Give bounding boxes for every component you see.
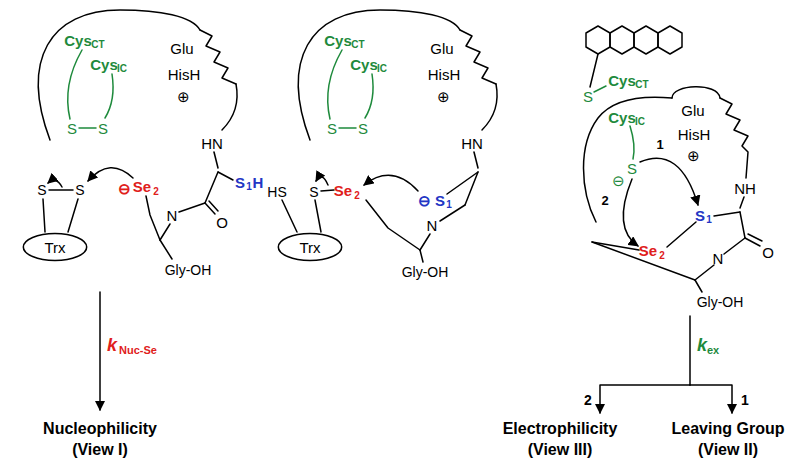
chem-label: k (697, 336, 707, 354)
chem-label: (View II) (698, 442, 758, 458)
chem-label: Cys (608, 110, 636, 125)
chem-label: ⊖ (118, 181, 131, 196)
chem-label: 1 (706, 215, 712, 225)
chem-label: Se (639, 243, 657, 258)
chem-label: NH (734, 181, 756, 196)
chem-label: 2 (601, 194, 608, 207)
chem-label: Nucleophilicity (43, 421, 157, 437)
chem-label: Glu (430, 41, 453, 56)
protein-scaffold (38, 10, 237, 168)
chem-label: Nuc-Se (119, 345, 157, 356)
chem-label: S (235, 175, 245, 190)
chem-label: HN (461, 136, 483, 151)
chem-label: Cys (324, 33, 352, 48)
chem-label: S (583, 89, 593, 104)
chem-label: Leaving Group (672, 421, 785, 437)
chem-label: N (427, 218, 438, 233)
chem-label: HisH (678, 127, 711, 142)
chem-label: Glu (681, 103, 704, 118)
reaction-arrow (690, 385, 732, 413)
curved-arrow (640, 158, 698, 205)
chem-label: S (435, 193, 445, 208)
curved-arrow (88, 168, 133, 181)
chem-label: O (762, 245, 774, 260)
curved-arrow (364, 175, 418, 191)
reaction-arrow (689, 316, 691, 385)
chem-label: ⊕ (687, 148, 700, 163)
chem-label: S (358, 121, 368, 136)
chem-label: ⊖ (612, 173, 625, 188)
chem-label: O (216, 215, 228, 230)
chem-label: CT (635, 80, 648, 90)
chem-label: k (107, 336, 117, 354)
chem-label: S (627, 161, 637, 176)
chem-label: S (695, 208, 705, 223)
cys-side-chain (630, 126, 634, 159)
curved-arrow (316, 177, 328, 185)
curved-arrow (623, 179, 638, 246)
chem-label: HisH (428, 67, 461, 82)
peptide-bonds (282, 172, 478, 262)
chem-label: S (67, 121, 77, 136)
chem-label: S (98, 121, 108, 136)
chem-label: HN (201, 136, 223, 151)
peptide-bonds (592, 197, 762, 292)
chem-label: IC (377, 64, 387, 74)
bond (590, 54, 598, 87)
reaction-arrow (99, 292, 101, 410)
chem-label: ⊕ (177, 89, 190, 104)
chem-label: ex (707, 345, 719, 356)
chem-label: S (75, 183, 84, 197)
chem-label: 1 (246, 182, 252, 192)
chem-label: HS (267, 185, 286, 199)
protein-ellipse: Trx (277, 232, 343, 262)
chem-label: HisH (168, 67, 201, 82)
reaction-arrow (600, 385, 690, 413)
chem-label: Cys (64, 33, 92, 48)
chem-label: 2 (153, 187, 159, 197)
chem-label: (View III) (528, 442, 593, 458)
chem-label: 2 (354, 191, 360, 201)
chem-label: Cys (350, 57, 378, 72)
chem-label: Gly-OH (697, 295, 744, 309)
chem-label: 1 (656, 138, 663, 151)
chem-label: N (167, 208, 178, 223)
protein-name: Trx (44, 240, 65, 255)
chem-label: Gly-OH (165, 263, 212, 277)
chem-label: Gly-OH (402, 265, 449, 279)
chem-label: Se (133, 179, 151, 194)
chem-label: S (37, 183, 46, 197)
protein-name: Trx (299, 240, 320, 255)
chem-label: CT (351, 40, 364, 50)
backbone-wavy (720, 98, 748, 178)
chem-label: (View I) (72, 442, 128, 458)
protein-ellipse: Trx (22, 232, 88, 262)
chem-label: Electrophilicity (503, 421, 618, 437)
chem-label: 2 (584, 393, 592, 407)
chem-label: S (309, 185, 318, 199)
chem-label: IC (117, 64, 127, 74)
chem-label: 1 (741, 393, 749, 407)
anthracene-rings (586, 26, 682, 54)
chem-label: S (327, 121, 337, 136)
cys-side-chain (594, 86, 606, 92)
chem-label: Cys (608, 73, 636, 88)
backbone (672, 87, 720, 98)
chem-label: Glu (170, 41, 193, 56)
chem-label: IC (635, 117, 645, 127)
protein-scaffold (298, 10, 497, 168)
chem-label: 1 (446, 200, 452, 210)
chem-label: N (713, 251, 724, 266)
chem-label: CT (91, 40, 104, 50)
chem-label: Se (334, 183, 352, 198)
chem-label: Cys (90, 57, 118, 72)
chem-label: 2 (659, 251, 665, 261)
chem-label: ⊖ (418, 193, 431, 208)
chem-label: ⊕ (437, 89, 450, 104)
curved-arrow (48, 180, 62, 187)
chem-label: H (253, 175, 264, 190)
backbone (584, 97, 673, 222)
